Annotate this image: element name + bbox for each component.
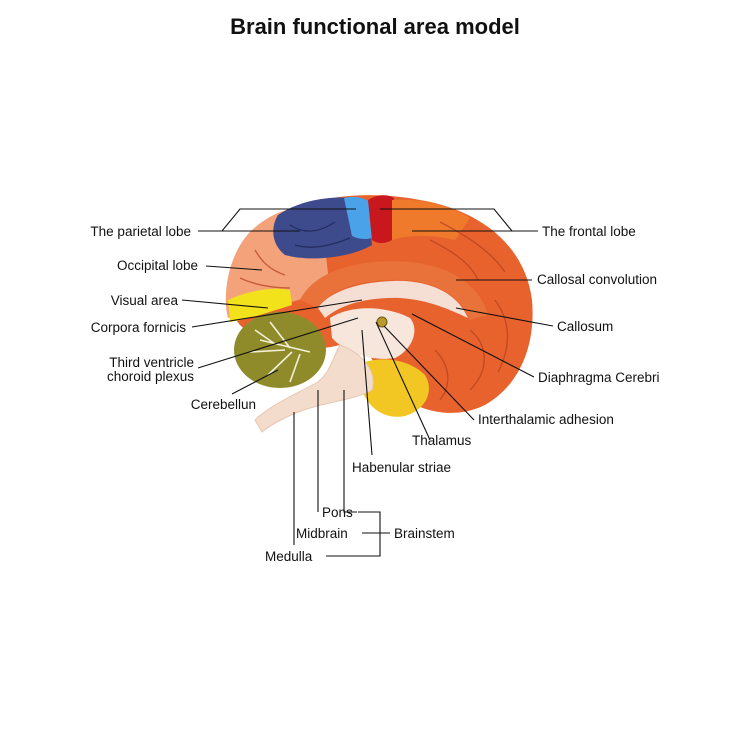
label-midbrain: Midbrain: [296, 526, 348, 541]
leader-lines: [181, 208, 554, 557]
label-frontal-lobe: The frontal lobe: [542, 224, 636, 239]
label-occipital-lobe: Occipital lobe: [117, 258, 198, 273]
label-cerebellun: Cerebellun: [191, 397, 256, 412]
label-visual-area: Visual area: [111, 293, 179, 308]
label-third-ventricle-line1: Third ventricle: [109, 355, 194, 370]
visual-area-region: [228, 288, 292, 322]
label-corpora-fornicis: Corpora fornicis: [91, 320, 187, 335]
pituitary-region: [362, 359, 429, 417]
thalamus-region: [330, 308, 415, 359]
label-callosum: Callosum: [557, 319, 613, 334]
label-brainstem: Brainstem: [394, 526, 455, 541]
interthalamic-adhesion-mark: [376, 316, 388, 328]
page-title: Brain functional area model: [230, 14, 520, 39]
central-red-region: [368, 195, 394, 243]
frontal-top-region: [392, 199, 470, 240]
label-parietal-lobe: The parietal lobe: [90, 224, 191, 239]
callosum-region: [318, 280, 468, 318]
brain-illustration: [225, 195, 533, 433]
label-habenular-striae: Habenular striae: [352, 460, 451, 475]
gyri-texture: [239, 221, 509, 401]
parietal-light-region: [344, 196, 376, 239]
arbor-vitae: [249, 321, 311, 383]
label-pons: Pons: [322, 505, 353, 520]
label-interthalamic-adhesion: Interthalamic adhesion: [478, 412, 614, 427]
parietal-texture: [289, 221, 351, 248]
callosal-convolution-region: [300, 261, 488, 320]
label-medulla: Medulla: [265, 549, 313, 564]
label-thalamus: Thalamus: [412, 433, 472, 448]
label-diaphragma-cerebri: Diaphragma Cerebri: [538, 370, 660, 385]
label-third-ventricle-line2: choroid plexus: [107, 369, 194, 384]
label-callosal-convolution: Callosal convolution: [537, 272, 657, 287]
brainstem-region: [254, 344, 374, 433]
